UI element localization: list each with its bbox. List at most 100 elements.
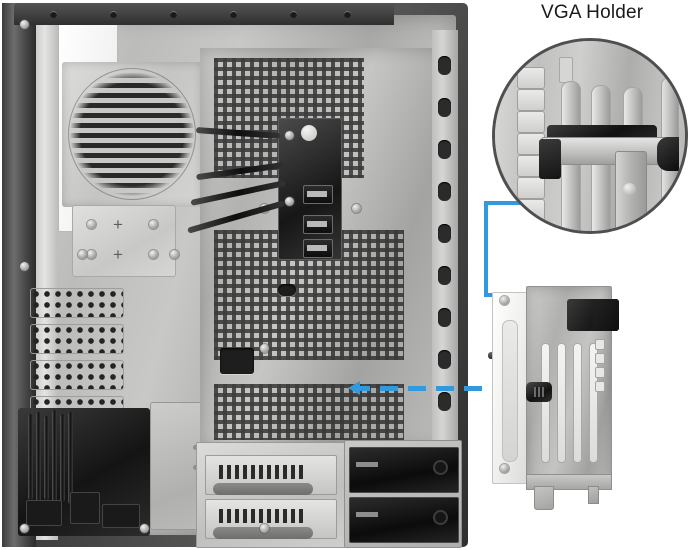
- install-direction-arrow: [352, 386, 528, 391]
- screw: [20, 524, 29, 533]
- screw: [87, 220, 96, 229]
- cable-passthrough: [278, 284, 296, 296]
- rail-slot: [438, 56, 451, 75]
- slot-cover-bar: [213, 483, 313, 495]
- bracket-back-slot: [502, 320, 518, 462]
- rail-slot: [438, 140, 451, 159]
- slot-cover-bar: [213, 527, 313, 539]
- lip-hole: [110, 11, 117, 18]
- clamp-left-jaw: [539, 139, 561, 179]
- screw: [87, 250, 96, 259]
- drive-screw-hole: [433, 510, 448, 525]
- cable: [36, 412, 41, 504]
- usb-tongue: [307, 221, 327, 227]
- standoff-plate: + +: [72, 205, 176, 277]
- slot-cover-vents: [219, 509, 303, 523]
- install-arrow-head-icon: [348, 381, 360, 395]
- bracket-hole: [595, 381, 605, 392]
- cable-connector: [102, 504, 140, 528]
- screw: [170, 250, 179, 259]
- screw: [78, 250, 87, 259]
- case-top-lip: [14, 3, 394, 25]
- chassis-notch: [559, 57, 573, 83]
- standoff: [260, 344, 269, 353]
- screw: [20, 262, 29, 271]
- drive-bay-cage: [344, 440, 462, 548]
- cable: [52, 410, 57, 506]
- lip-hole: [170, 11, 177, 18]
- bracket-adjust-slot: [557, 343, 566, 463]
- bracket-hole: [595, 367, 605, 378]
- usb-port: [303, 185, 333, 204]
- callout-line-vertical: [484, 201, 488, 297]
- bracket-adjust-slot: [573, 343, 582, 463]
- screw: [285, 131, 294, 140]
- chassis-black-tab: [657, 137, 679, 171]
- plus-mark-icon: +: [113, 245, 123, 264]
- screw: [140, 524, 149, 533]
- screw: [20, 20, 29, 29]
- drive-bay: [349, 447, 459, 493]
- bracket-adjust-slot: [541, 343, 550, 463]
- expansion-slot-plate: [196, 442, 346, 548]
- lip-hole: [290, 11, 297, 18]
- cable-passthrough: [220, 348, 254, 374]
- rail-slot: [438, 308, 451, 327]
- ladder-slot: [517, 67, 545, 89]
- ladder-slot: [517, 199, 545, 221]
- lip-hole: [344, 11, 351, 18]
- psu-cable-bundle: [18, 408, 150, 536]
- vga-holder-bracket: [488, 282, 620, 510]
- screw: [149, 250, 158, 259]
- bracket-adjust-slot: [589, 343, 598, 463]
- rail-slot: [438, 182, 451, 201]
- drive-label: [356, 462, 378, 467]
- rail-slot: [438, 266, 451, 285]
- cable-connector: [70, 492, 100, 524]
- rail-slot: [438, 350, 451, 369]
- vent-slot: [30, 288, 124, 318]
- screw: [500, 296, 509, 305]
- tray-perforations: [214, 384, 404, 440]
- rail-slot: [438, 224, 451, 243]
- usb-port: [303, 215, 333, 234]
- usb-tongue: [307, 191, 327, 197]
- cable-connector: [26, 500, 62, 526]
- bracket-hole: [595, 353, 605, 364]
- magnified-detail-circle: [492, 38, 688, 234]
- drive-label: [356, 512, 378, 517]
- front-io-module: [278, 118, 342, 260]
- vent-slot: [30, 360, 124, 390]
- thumbscrew-knob: [526, 382, 552, 402]
- vent-slot: [30, 324, 124, 354]
- ladder-slot: [517, 177, 545, 199]
- screw: [260, 524, 269, 533]
- screw: [149, 220, 158, 229]
- bracket-mount-tab-left: [534, 486, 554, 510]
- fan-grille-mesh: [70, 70, 194, 198]
- cable: [44, 416, 49, 500]
- drive-bay: [349, 497, 459, 543]
- bracket-hole: [595, 339, 605, 350]
- page-title: VGA Holder: [541, 2, 644, 23]
- screw: [285, 197, 294, 206]
- rail-slot: [438, 98, 451, 117]
- rail-slot: [438, 392, 451, 411]
- standoff: [352, 204, 361, 213]
- lip-hole: [50, 11, 57, 18]
- knob-grip: [534, 387, 544, 397]
- slot-cover-vents: [219, 465, 303, 479]
- screw: [500, 464, 509, 473]
- bracket-mount-tab-right: [588, 486, 599, 504]
- pc-case-photo: + +: [2, 3, 468, 548]
- fan-grille-ring: [68, 68, 196, 200]
- drive-screw-hole: [433, 460, 448, 475]
- power-button: [301, 125, 317, 141]
- magnifier-content: [495, 41, 685, 231]
- lip-hole: [230, 11, 237, 18]
- ladder-slot: [517, 221, 545, 231]
- cable: [68, 412, 73, 504]
- usb-tongue: [307, 245, 327, 251]
- usb-port: [303, 239, 333, 258]
